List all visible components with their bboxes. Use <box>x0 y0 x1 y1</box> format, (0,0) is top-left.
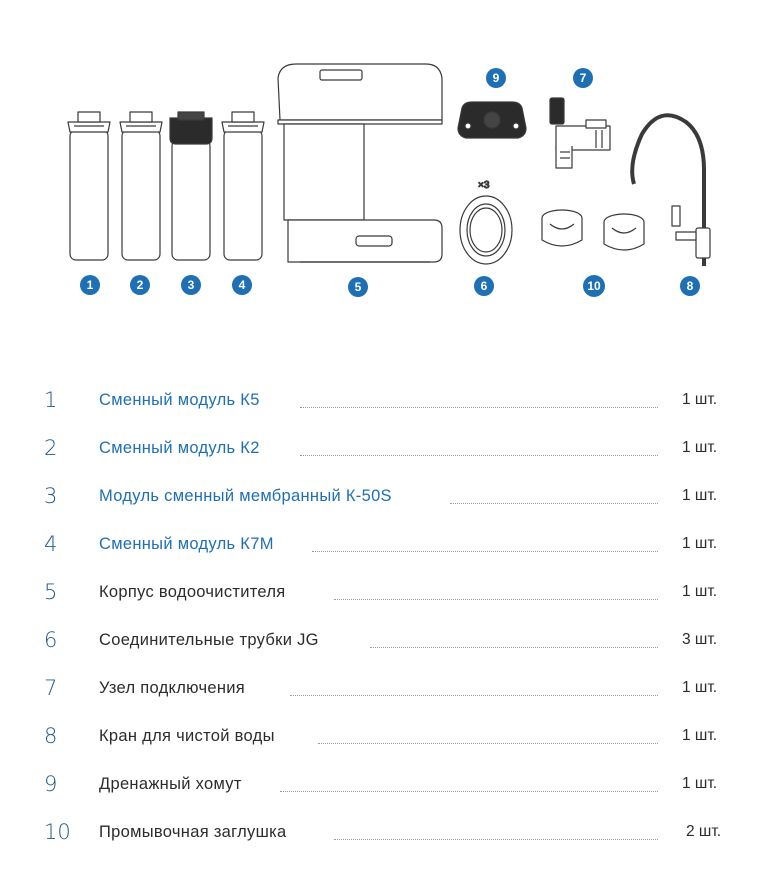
dotted-leader <box>300 407 658 408</box>
item-name: Сменный модуль К2 <box>99 439 260 457</box>
badge-7: 7 <box>573 68 593 88</box>
parts-illustration: ×3 <box>67 63 711 297</box>
item-name: Сменный модуль К7М <box>99 535 274 553</box>
clean-water-faucet-icon <box>630 113 711 266</box>
list-item: 3 Модуль сменный мембранный К-50S 1 шт. <box>0 472 784 520</box>
item-number: 9 <box>44 772 58 796</box>
badge-6: 6 <box>474 276 494 296</box>
badge-3: 3 <box>181 275 201 295</box>
item-name: Дренажный хомут <box>99 775 242 793</box>
item-quantity: 1 шт. <box>682 775 718 792</box>
connection-node-icon <box>549 97 611 169</box>
cartridge-k7m-icon <box>221 111 265 261</box>
item-quantity: 1 шт. <box>682 583 718 600</box>
svg-text:3: 3 <box>188 278 195 292</box>
item-number: 5 <box>44 580 58 604</box>
dotted-leader <box>334 599 658 600</box>
badge-4: 4 <box>232 275 252 295</box>
item-quantity: 1 шт. <box>682 535 718 552</box>
item-number: 10 <box>44 820 71 844</box>
dotted-leader <box>450 503 658 504</box>
svg-text:6: 6 <box>481 279 488 293</box>
item-name: Сменный модуль К5 <box>99 391 260 409</box>
dotted-leader <box>318 743 658 744</box>
svg-text:7: 7 <box>580 71 587 85</box>
svg-text:10: 10 <box>587 279 601 293</box>
svg-text:1: 1 <box>87 278 94 292</box>
list-item: 5 Корпус водоочистителя 1 шт. <box>0 568 784 616</box>
item-quantity: 1 шт. <box>682 679 718 696</box>
item-number: 4 <box>44 532 58 556</box>
item-name: Соединительные трубки JG <box>99 631 319 649</box>
item-quantity: 1 шт. <box>682 391 718 408</box>
item-quantity: 2 шт. <box>686 823 722 840</box>
item-quantity: 1 шт. <box>682 727 718 744</box>
item-quantity: 1 шт. <box>682 439 718 456</box>
svg-text:2: 2 <box>137 278 144 292</box>
badge-2: 2 <box>130 275 150 295</box>
item-number: 1 <box>44 388 58 412</box>
list-item: 4 Сменный модуль К7М 1 шт. <box>0 520 784 568</box>
svg-text:8: 8 <box>687 279 694 293</box>
dotted-leader <box>334 839 658 840</box>
item-number: 3 <box>44 484 58 508</box>
dotted-leader <box>290 695 658 696</box>
badge-10: 10 <box>583 275 605 297</box>
membrane-k50s-icon <box>169 111 213 261</box>
list-item: 7 Узел подключения 1 шт. <box>0 664 784 712</box>
list-item: 2 Сменный модуль К2 1 шт. <box>0 424 784 472</box>
item-quantity: 3 шт. <box>682 631 718 648</box>
svg-text:5: 5 <box>355 280 362 294</box>
dotted-leader <box>300 455 658 456</box>
item-quantity: 1 шт. <box>682 487 718 504</box>
item-name: Промывочная заглушка <box>99 823 287 841</box>
dotted-leader <box>370 647 658 648</box>
dotted-leader <box>312 551 658 552</box>
badge-1: 1 <box>80 275 100 295</box>
cartridge-k2-icon <box>119 111 163 261</box>
item-number: 7 <box>44 676 58 700</box>
list-item: 8 Кран для чистой воды 1 шт. <box>0 712 784 760</box>
item-name: Корпус водоочистителя <box>99 583 286 601</box>
list-item: 9 Дренажный хомут 1 шт. <box>0 760 784 808</box>
list-item: 6 Соединительные трубки JG 3 шт. <box>0 616 784 664</box>
ring-multiplier: ×3 <box>478 180 490 191</box>
svg-text:9: 9 <box>493 71 500 85</box>
item-number: 8 <box>44 724 58 748</box>
item-name: Кран для чистой воды <box>99 727 275 745</box>
item-name: Модуль сменный мембранный К-50S <box>99 487 392 505</box>
dotted-leader <box>280 791 658 792</box>
list-item: 1 Сменный модуль К5 1 шт. <box>0 376 784 424</box>
list-item: 10 Промывочная заглушка 2 шт. <box>0 808 784 856</box>
item-number: 2 <box>44 436 58 460</box>
cartridge-k5-icon <box>67 111 111 261</box>
item-name: Узел подключения <box>99 679 246 697</box>
badge-8: 8 <box>680 276 700 296</box>
item-number: 6 <box>44 628 58 652</box>
jg-tube-ring-icon <box>459 195 513 265</box>
badge-9: 9 <box>486 68 506 88</box>
svg-text:4: 4 <box>239 278 246 292</box>
badge-5: 5 <box>348 277 368 297</box>
purifier-housing-icon <box>277 63 443 263</box>
flush-plug-icon <box>541 209 645 251</box>
drain-clamp-icon <box>457 101 527 139</box>
